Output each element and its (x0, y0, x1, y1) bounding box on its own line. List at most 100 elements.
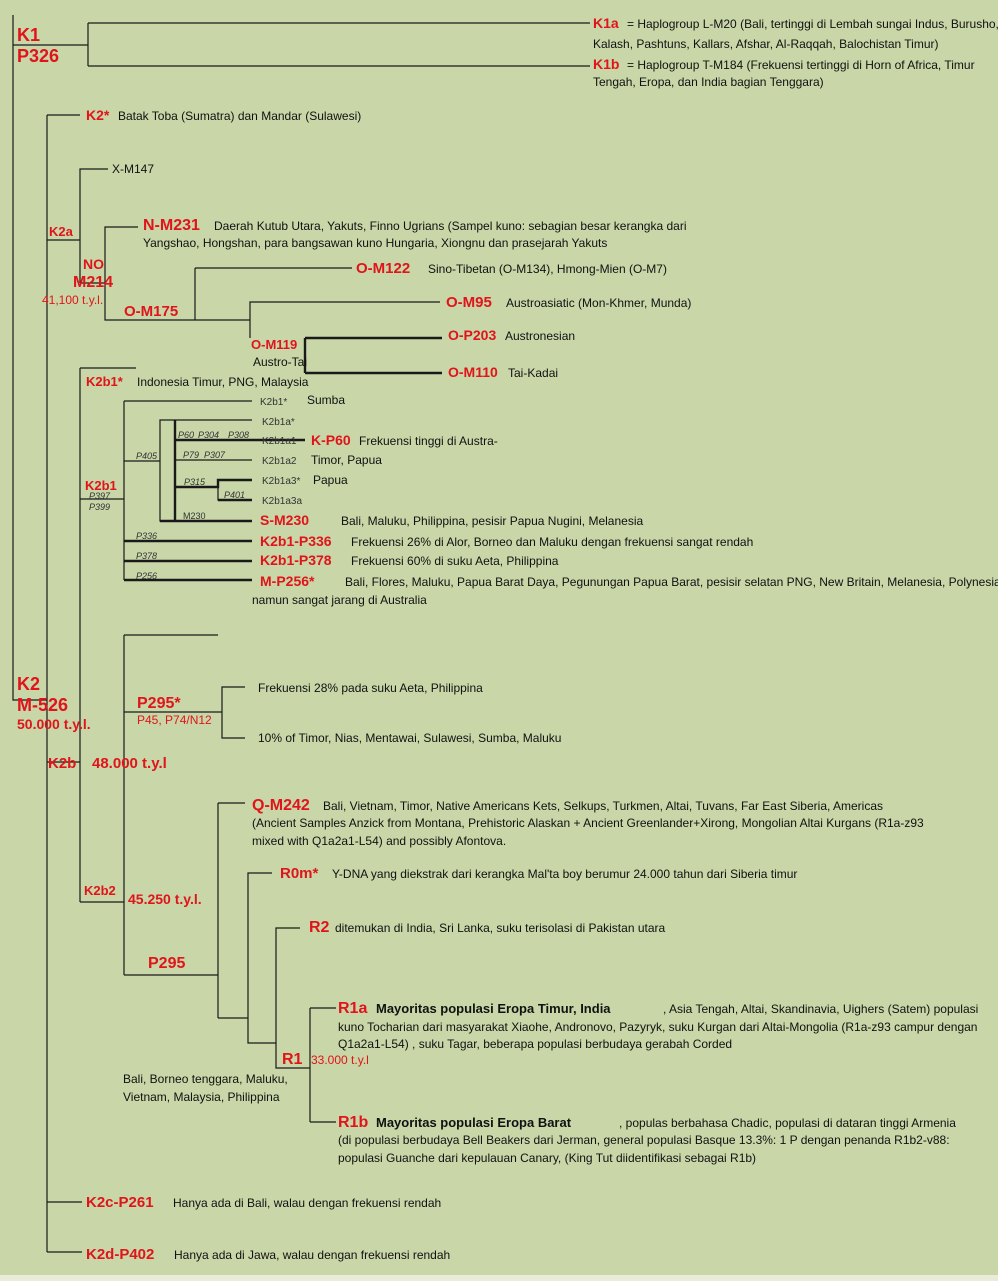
label-p315: P315 (184, 477, 206, 487)
desc-nm231-2: Yangshao, Hongshan, para bangsawan kuno … (143, 236, 607, 250)
label-k1a: K1a (593, 15, 619, 31)
desc-k2b1p378: Frekuensi 60% di suku Aeta, Philippina (351, 554, 559, 568)
bold-branch-lines (124, 336, 442, 582)
desc-bali-borneo-2: Vietnam, Malaysia, Philippina (123, 1090, 280, 1104)
label-p307: P307 (204, 450, 226, 460)
label-p378: P378 (136, 551, 157, 561)
label-om110: O-M110 (448, 364, 498, 380)
label-op203: O-P203 (448, 327, 496, 343)
label-k2b1a1: K2b1a1 (262, 436, 297, 447)
label-m214: M214 (73, 274, 113, 291)
label-k2b1a3star: K2b1a3* (262, 476, 300, 487)
desc-nm231-1: Daerah Kutub Utara, Yakuts, Finno Ugrian… (214, 219, 687, 233)
desc-r2: ditemukan di India, Sri Lanka, suku teri… (335, 921, 666, 935)
desc-timor-papua: Timor, Papua (311, 453, 382, 467)
label-k2b1a2: K2b1a2 (262, 456, 297, 467)
desc-r1a-3: Q1a2a1-L54) , suku Tagar, beberapa popul… (338, 1037, 732, 1051)
desc-k1a-2: Kalash, Pashtuns, Kallars, Afshar, Al-Ra… (593, 37, 939, 51)
age-41100: 41,100 t.y.l. (42, 293, 103, 307)
label-sm230: S-M230 (260, 512, 309, 528)
desc-r1a-bold: Mayoritas populasi Eropa Timur, India (376, 1001, 611, 1016)
label-p295star: P295* (137, 695, 181, 712)
label-qm242: Q-M242 (252, 797, 310, 814)
age-50000: 50.000 t.y.l. (17, 716, 91, 732)
label-austro-tai: Austro-Tai (253, 355, 307, 369)
label-p295: P295 (148, 955, 185, 972)
label-k2: K2 (17, 674, 40, 694)
desc-om122: Sino-Tibetan (O-M134), Hmong-Mien (O-M7) (428, 262, 667, 276)
label-nm231: N-M231 (143, 217, 200, 234)
desc-aeta28: Frekuensi 28% pada suku Aeta, Philippina (258, 681, 483, 695)
desc-k1b-2: Tengah, Eropa, dan India bagian Tenggara… (593, 75, 824, 89)
age-45250: 45.250 t.y.l. (128, 891, 202, 907)
desc-k2cp261: Hanya ada di Bali, walau dengan frekuens… (173, 1196, 441, 1210)
label-p336: P336 (136, 531, 157, 541)
label-om95: O-M95 (446, 294, 492, 311)
label-k2a: K2a (49, 224, 74, 239)
desc-mp256-1: Bali, Flores, Maluku, Papua Barat Daya, … (345, 575, 998, 589)
label-k2b1star-small: K2b1* (260, 397, 287, 408)
label-k1b: K1b (593, 56, 619, 72)
desc-k2star: Batak Toba (Sumatra) dan Mandar (Sulawes… (118, 109, 361, 123)
label-p295star-sub: P45, P74/N12 (137, 713, 212, 727)
label-no: NO (83, 256, 104, 272)
desc-sm230: Bali, Maluku, Philippina, pesisir Papua … (341, 514, 643, 528)
desc-qm242-2: (Ancient Samples Anzick from Montana, Pr… (252, 816, 924, 830)
desc-r0m: Y-DNA yang diekstrak dari kerangka Mal't… (332, 867, 797, 881)
label-kp60: K-P60 (311, 432, 351, 448)
label-xm147: X-M147 (112, 162, 154, 176)
label-m526: M-526 (17, 695, 68, 715)
bottom-strip (0, 1275, 998, 1281)
label-k2b1p336: K2b1-P336 (260, 533, 332, 549)
label-om122: O-M122 (356, 260, 410, 277)
label-p397: P397 (89, 491, 111, 501)
desc-timor10: 10% of Timor, Nias, Mentawai, Sulawesi, … (258, 731, 561, 745)
age-33000: 33.000 t.y.l (311, 1053, 369, 1067)
desc-r1b-2: (di populasi berbudaya Bell Beakers dari… (338, 1133, 950, 1147)
desc-qm242-3: mixed with Q1a2a1-L54) and possibly Afon… (252, 834, 506, 848)
label-k2b1: K2b1 (85, 478, 117, 493)
label-p79: P79 (183, 450, 199, 460)
label-om119: O-M119 (251, 337, 297, 352)
desc-bali-borneo-1: Bali, Borneo tenggara, Maluku, (123, 1072, 288, 1086)
desc-om95: Austroasiatic (Mon-Khmer, Munda) (506, 296, 691, 310)
desc-op203: Austronesian (505, 329, 575, 343)
desc-k1b-1: = Haplogroup T-M184 (Frekuensi tertinggi… (627, 58, 975, 72)
desc-r1b-1: , populas berbahasa Chadic, populasi di … (619, 1116, 956, 1130)
label-mp256: M-P256* (260, 573, 315, 589)
label-p60: P60 (178, 430, 194, 440)
label-r1b: R1b (338, 1114, 368, 1131)
label-p401: P401 (224, 490, 245, 500)
desc-k2b1star: Indonesia Timur, PNG, Malaysia (137, 375, 309, 389)
desc-mp256-2: namun sangat jarang di Australia (252, 593, 427, 607)
desc-k2dp402: Hanya ada di Jawa, walau dengan frekuens… (174, 1248, 450, 1262)
desc-r1a-2: kuno Tocharian dari masyarakat Xiaohe, A… (338, 1020, 977, 1034)
label-p304: P304 (198, 430, 219, 440)
label-r0m: R0m* (280, 865, 319, 882)
label-p308: P308 (228, 430, 249, 440)
label-p399: P399 (89, 502, 110, 512)
desc-r1b-3: populasi Guanche dari kepulauan Canary, … (338, 1151, 756, 1165)
desc-k2b1p336: Frekuensi 26% di Alor, Borneo dan Maluku… (351, 535, 753, 549)
label-k2b1star: K2b1* (86, 374, 124, 389)
label-om175: O-M175 (124, 303, 178, 320)
label-k2b1a3a: K2b1a3a (262, 496, 302, 507)
label-k2star: K2* (86, 107, 110, 123)
desc-r1b-bold: Mayoritas populasi Eropa Barat (376, 1115, 572, 1130)
label-k2b1p378: K2b1-P378 (260, 552, 332, 568)
label-r1: R1 (282, 1051, 303, 1068)
desc-k1a-1: = Haplogroup L-M20 (Bali, tertinggi di L… (627, 17, 998, 31)
label-p326: P326 (17, 46, 59, 66)
desc-qm242-1: Bali, Vietnam, Timor, Native Americans K… (323, 799, 883, 813)
label-p256: P256 (136, 571, 157, 581)
label-k2cp261: K2c-P261 (86, 1194, 154, 1211)
label-k2dp402: K2d-P402 (86, 1246, 154, 1263)
label-k2b2: K2b2 (84, 883, 116, 898)
node-labels: K1 P326 K1a = Haplogroup L-M20 (Bali, te… (17, 15, 998, 1263)
label-k1: K1 (17, 25, 40, 45)
desc-kp60: Frekuensi tinggi di Austra- (359, 434, 498, 448)
desc-om110: Tai-Kadai (508, 366, 558, 380)
label-k2b1a-star: K2b1a* (262, 417, 295, 428)
